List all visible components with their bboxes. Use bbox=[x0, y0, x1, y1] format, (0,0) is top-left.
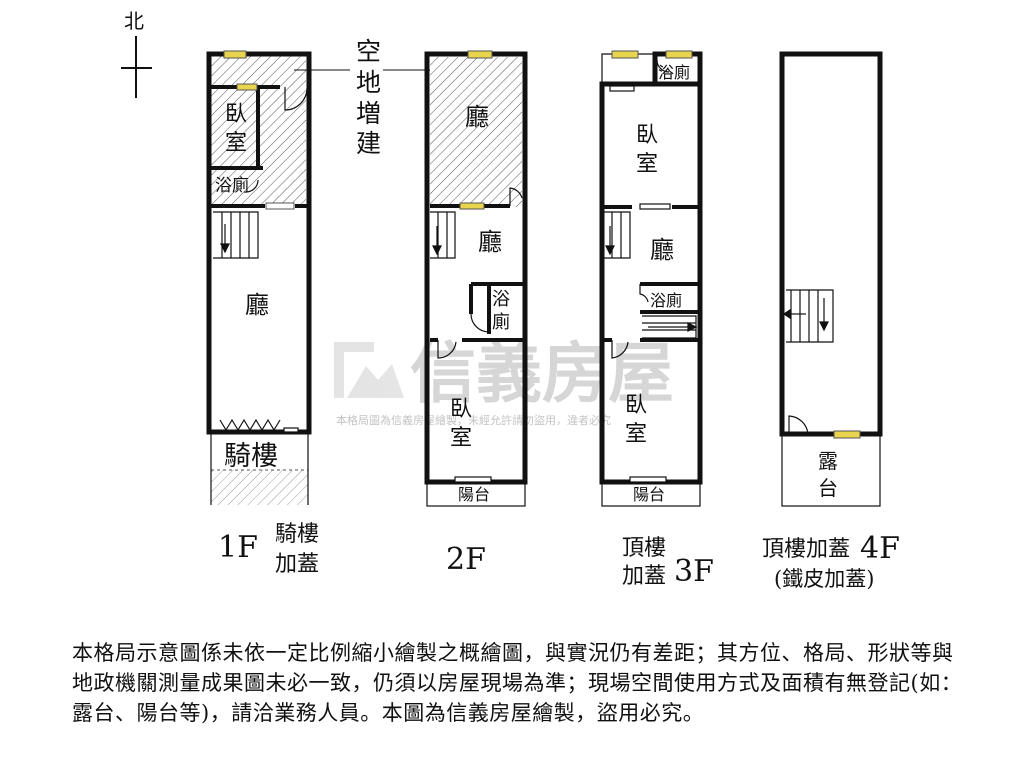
vacant-extension-note: 空 地 増 建 bbox=[356, 37, 430, 158]
floor-1f-plan: 臥 室 浴廁 廳 騎樓 1F 騎樓 加蓋 bbox=[206, 50, 350, 577]
3f-floor-label: 3F bbox=[674, 554, 714, 589]
vacant-extension-char-3: 増 bbox=[356, 99, 381, 128]
1f-living-label: 廳 bbox=[245, 291, 269, 319]
2f-bath-label-1: 浴 bbox=[492, 289, 510, 310]
3f-bedroom-label-1: 臥 bbox=[625, 393, 647, 418]
floor-plan-diagram: 信義房屋 本格局圖為信義房屋繪製，未經允許請勿盜用，違者必究 北 bbox=[121, 9, 900, 591]
2f-hall-mid-label: 廳 bbox=[478, 228, 502, 256]
3f-rooftop-label-1: 頂樓 bbox=[622, 536, 666, 561]
floor-2f-plan: 廳 廳 浴 廁 臥 室 陽台 2F bbox=[424, 50, 528, 577]
floor-3f-plan: 浴廁 臥 室 廳 浴廁 臥 室 陽台 頂樓 加蓋 3F bbox=[599, 50, 714, 589]
1f-arcade-label: 騎樓 bbox=[224, 441, 278, 472]
1f-floor-label: 1F bbox=[218, 530, 258, 565]
north-label: 北 bbox=[124, 9, 144, 33]
brand-watermark: 信義房屋 本格局圖為信義房屋繪製，未經允許請勿盜用，違者必究 bbox=[334, 335, 674, 427]
brand-logo-icon bbox=[334, 342, 404, 398]
north-compass: 北 bbox=[121, 9, 152, 98]
2f-floor-label: 2F bbox=[446, 542, 486, 577]
2f-hall-top-label: 廳 bbox=[465, 103, 489, 131]
3f-bath-top-label: 浴廁 bbox=[658, 63, 690, 82]
1f-bath-label: 浴廁 bbox=[215, 175, 249, 196]
4f-terrace-label-2: 台 bbox=[818, 476, 838, 500]
4f-metal-sheet-label: (鐵皮加蓋) bbox=[774, 567, 874, 591]
disclaimer-text: 本格局示意圖係未依一定比例縮小繪製之概繪圖，與實況仍有差距；其方位、格局、形狀等… bbox=[72, 641, 963, 725]
3f-balcony-label: 陽台 bbox=[633, 485, 665, 504]
vacant-extension-char-4: 建 bbox=[356, 129, 381, 158]
vacant-extension-char-1: 空 bbox=[356, 37, 381, 66]
2f-bedroom-label-1: 臥 bbox=[450, 397, 472, 422]
3f-bedroom-top-label-1: 臥 bbox=[636, 123, 658, 148]
2f-balcony-label: 陽台 bbox=[458, 485, 490, 504]
2f-bedroom-label-2: 室 bbox=[450, 426, 472, 451]
4f-terrace-label-1: 露 bbox=[818, 449, 838, 473]
arcade-cover-label-1: 騎樓 bbox=[275, 522, 319, 547]
4f-rooftop-label: 頂樓加蓋 bbox=[762, 537, 850, 562]
4f-floor-label: 4F bbox=[860, 531, 900, 566]
floor-4f-plan: 露 台 頂樓加蓋 4F (鐵皮加蓋) bbox=[762, 51, 900, 591]
3f-hall-label: 廳 bbox=[650, 236, 674, 264]
1f-bedroom-label-2: 室 bbox=[225, 131, 247, 156]
3f-bedroom-top-label-2: 室 bbox=[636, 152, 658, 177]
3f-bath-mid-label: 浴廁 bbox=[650, 291, 682, 310]
2f-bath-label-2: 廁 bbox=[492, 311, 510, 333]
vacant-extension-char-2: 地 bbox=[356, 68, 381, 97]
3f-bedroom-label-2: 室 bbox=[625, 422, 647, 447]
1f-bedroom-label-1: 臥 bbox=[225, 102, 247, 127]
3f-rooftop-label-2: 加蓋 bbox=[622, 564, 666, 589]
watermark-notice-text: 本格局圖為信義房屋繪製，未經允許請勿盜用，違者必究 bbox=[336, 413, 611, 427]
arcade-cover-label-2: 加蓋 bbox=[275, 552, 319, 577]
